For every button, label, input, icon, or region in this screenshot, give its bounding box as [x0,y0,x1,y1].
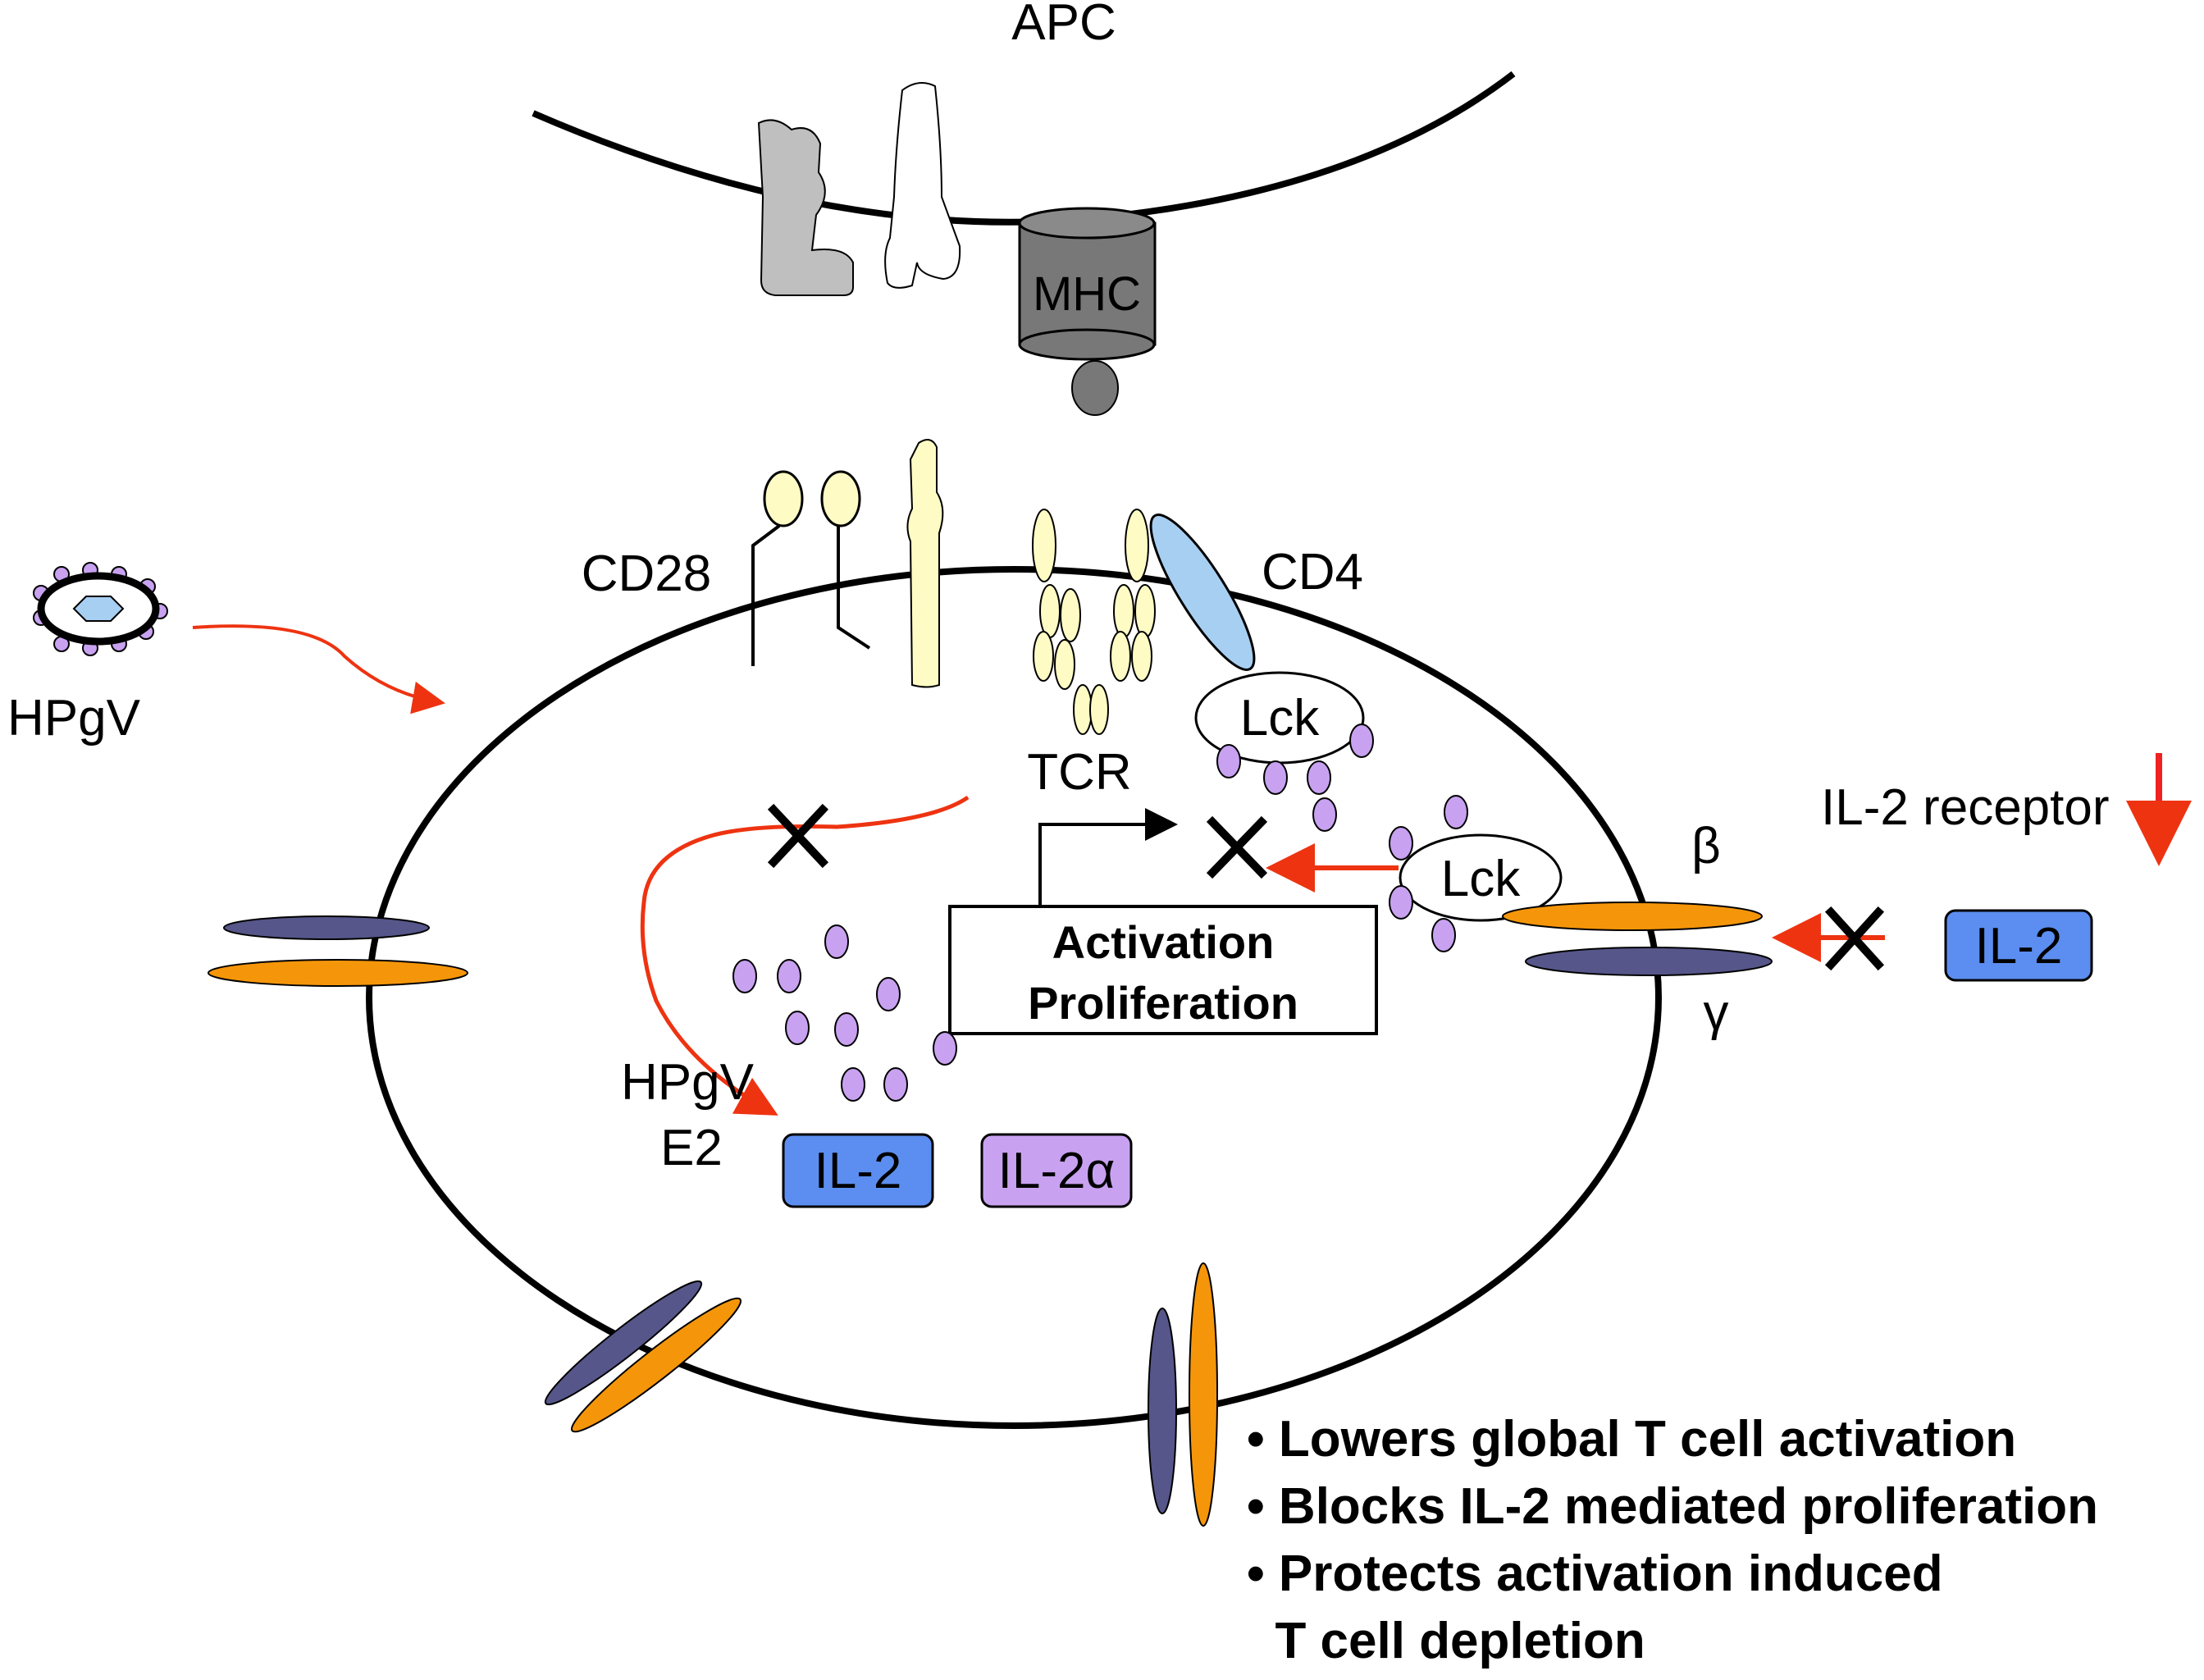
effect-item: • Protects activation induced [1247,1545,1943,1602]
hpgv-virus-icon [33,562,168,656]
x-mark-icon [767,803,829,869]
il2-receptor-bottom [1148,1262,1218,1527]
cd28-label: CD28 [582,546,712,602]
il2-receptor-label: IL-2 receptor [1821,779,2110,836]
il2-external-label: IL-2 [1975,918,2063,975]
tcr-receptor [1032,509,1156,735]
il2-receptor-left [208,915,468,987]
lck-right-label: Lck [1441,851,1521,907]
cd28-receptor [751,470,871,666]
apc-ligand-white [884,82,961,289]
virus-entry-arrow [192,624,445,714]
t-cell-coreceptor [906,439,944,688]
cd4-receptor [1149,514,1256,671]
tcr-label: TCR [1027,744,1131,801]
il2-alpha-box: IL-2α [980,1133,1133,1208]
gamma-label: γ [1704,984,1729,1041]
proliferation-label: Proliferation [1028,977,1298,1029]
apc-membrane [532,71,1516,226]
lck-right: Lck [1389,795,1563,952]
apc-ligand-gray [757,119,854,296]
x-mark-icon [1824,906,1885,971]
il2-internal: IL-2 [782,1133,934,1208]
activation-proliferation-box: Activation Proliferation [948,905,1378,1035]
apc-label: APC [1011,0,1116,51]
il2-alpha-molecules [732,924,957,1102]
x-mark-icon [1206,815,1268,879]
e2-pathway-arrow [640,795,970,1116]
effect-item: T cell depletion [1247,1613,1645,1669]
beta-label: β [1691,818,1721,874]
activation-label: Activation [1052,916,1275,968]
hpgv-label: HPgV [7,690,141,746]
effect-item: • Lowers global T cell activation [1247,1411,2016,1468]
activation-arrow [1038,808,1178,906]
il2-receptor-right [1502,902,1773,976]
lck-top: Lck [1194,671,1374,832]
il2-external: IL-2 [1944,909,2093,982]
e2-label-line2: E2 [660,1120,723,1176]
t-cell-membrane [366,566,1662,1429]
lck-top-label: Lck [1240,690,1320,746]
mhc-label: MHC [1033,267,1141,321]
il2-receptor-bottom-left [544,1280,742,1433]
il2-internal-label: IL-2 [815,1143,902,1199]
cd4-label: CD4 [1262,544,1363,600]
effect-item: • Blocks IL-2 mediated proliferation [1247,1478,2098,1535]
e2-label-line1: HPgV [621,1054,755,1111]
il2-alpha-label: IL-2α [998,1143,1116,1199]
mhc-molecule: MHC [1018,207,1157,416]
effects-list: • Lowers global T cell activation • Bloc… [1247,1411,2098,1669]
